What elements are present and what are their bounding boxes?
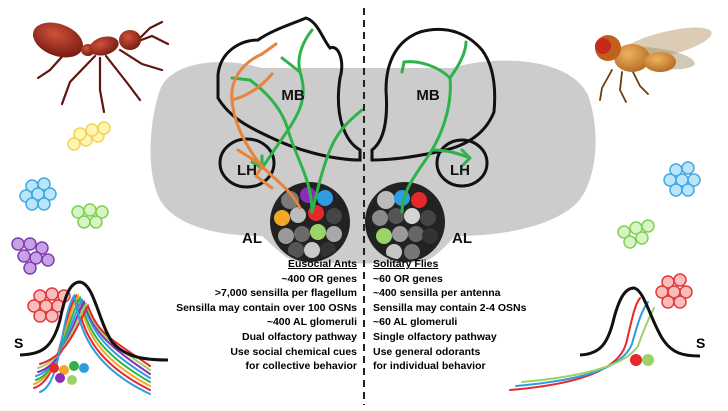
ant-trait-line: ~400 OR genes — [281, 272, 357, 285]
ant-trait-line: >7,000 sensilla per flagellum — [214, 287, 357, 300]
fly-traits-heading: Solitary Flies — [373, 258, 439, 270]
fly-trait-line: ~60 OR genes — [373, 272, 443, 285]
lh-fly-label: LH — [450, 162, 470, 179]
lh-ant-region — [218, 137, 276, 189]
ant-trait-line: Dual olfactory pathway — [242, 330, 357, 343]
al-ant-label: AL — [242, 230, 262, 247]
fruit-fly-icon — [595, 27, 712, 103]
ant-trait-line: ~400 AL glomeruli — [266, 316, 357, 329]
fly-trait-line: ~400 sensilla per antenna — [373, 287, 501, 300]
brain-outline — [150, 60, 596, 264]
green-odorant-cluster-ant — [71, 203, 109, 229]
mb-fly-label: MB — [416, 87, 439, 104]
mb-ant-label: MB — [281, 87, 304, 104]
red-odorant-cluster-ant — [27, 287, 71, 323]
s-fly-label: S — [696, 335, 705, 351]
ant-trait-line: for collective behavior — [245, 360, 357, 373]
ant-traits-text: Eusocial Ants ~400 OR genes >7,000 sensi… — [176, 257, 357, 374]
ant-green-tract — [230, 28, 364, 214]
blue-odorant-cluster-fly — [663, 161, 701, 197]
lh-ant-label: LH — [237, 162, 257, 179]
fly-green-tract — [400, 40, 472, 214]
fly-trait-line: Single olfactory pathway — [373, 330, 497, 343]
s-ant-label: S — [14, 335, 23, 351]
green-odorant-cluster-fly — [617, 219, 655, 249]
blue-odorant-cluster — [19, 177, 57, 211]
ant-trait-line: Sensilla may contain over 100 OSNs — [176, 301, 357, 314]
al-fly-label: AL — [452, 230, 472, 247]
fly-trait-line: for individual behavior — [373, 360, 486, 373]
ant-trait-line: Use social chemical cues — [230, 345, 357, 358]
al-fly-region — [365, 182, 445, 262]
lh-fly-region — [435, 138, 489, 188]
fly-trait-line: ~60 AL glomeruli — [373, 316, 458, 329]
red-ant-icon — [32, 20, 170, 114]
yellow-odorant-cluster — [67, 121, 111, 151]
purple-odorant-cluster — [11, 237, 55, 275]
ant-orange-tract — [230, 42, 302, 210]
fly-trait-line: Use general odorants — [373, 345, 481, 358]
ant-sensillum-diagram — [19, 280, 169, 395]
fly-traits-text: Solitary Flies ~60 OR genes ~400 sensill… — [373, 257, 526, 374]
red-odorant-cluster-fly — [655, 273, 693, 309]
fly-sensillum-diagram — [509, 286, 701, 391]
fly-trait-line: Sensilla may contain 2-4 OSNs — [373, 301, 527, 314]
ant-traits-heading: Eusocial Ants — [287, 258, 357, 270]
mb-ant-region — [216, 16, 362, 162]
